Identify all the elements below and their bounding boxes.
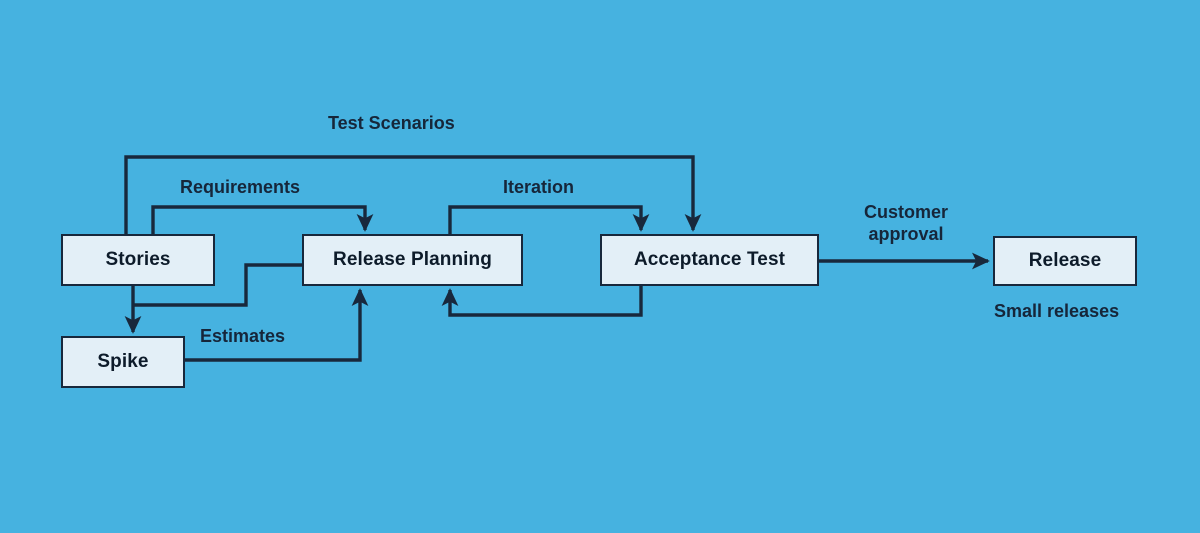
edge-iteration: [448, 205, 650, 236]
edge-label-customer-approval-line-2: approval: [868, 223, 944, 244]
node-stories-label: Stories: [105, 249, 171, 270]
edge-label-customer-approval-line-1: Customer: [863, 202, 948, 222]
edge-label-iteration: Iteration: [503, 177, 575, 197]
node-spike[interactable]: Spike: [61, 336, 185, 388]
node-acceptance-test[interactable]: Acceptance Test: [600, 234, 819, 286]
node-release-label: Release: [1028, 250, 1102, 271]
caption-small-releases: Small releases: [994, 301, 1120, 321]
edge-requirements: [151, 205, 374, 236]
node-acceptance-test-label: Acceptance Test: [633, 249, 786, 270]
edge-label-estimates: Estimates: [200, 326, 286, 346]
edge-label-customer-approval: Customer approval: [851, 202, 961, 246]
edge-test-scenarios: [124, 155, 702, 236]
node-release[interactable]: Release: [993, 236, 1137, 286]
edge-label-test-scenarios: Test Scenarios: [328, 113, 455, 133]
edge-label-requirements: Requirements: [180, 177, 301, 197]
node-spike-label: Spike: [97, 351, 149, 372]
node-stories[interactable]: Stories: [61, 234, 215, 286]
edge-acceptance-feedback: [441, 286, 643, 317]
edge-estimates: [185, 288, 369, 362]
node-release-planning[interactable]: Release Planning: [302, 234, 523, 286]
edge-stories-to-release-planning: [133, 263, 306, 307]
node-release-planning-label: Release Planning: [333, 249, 492, 270]
